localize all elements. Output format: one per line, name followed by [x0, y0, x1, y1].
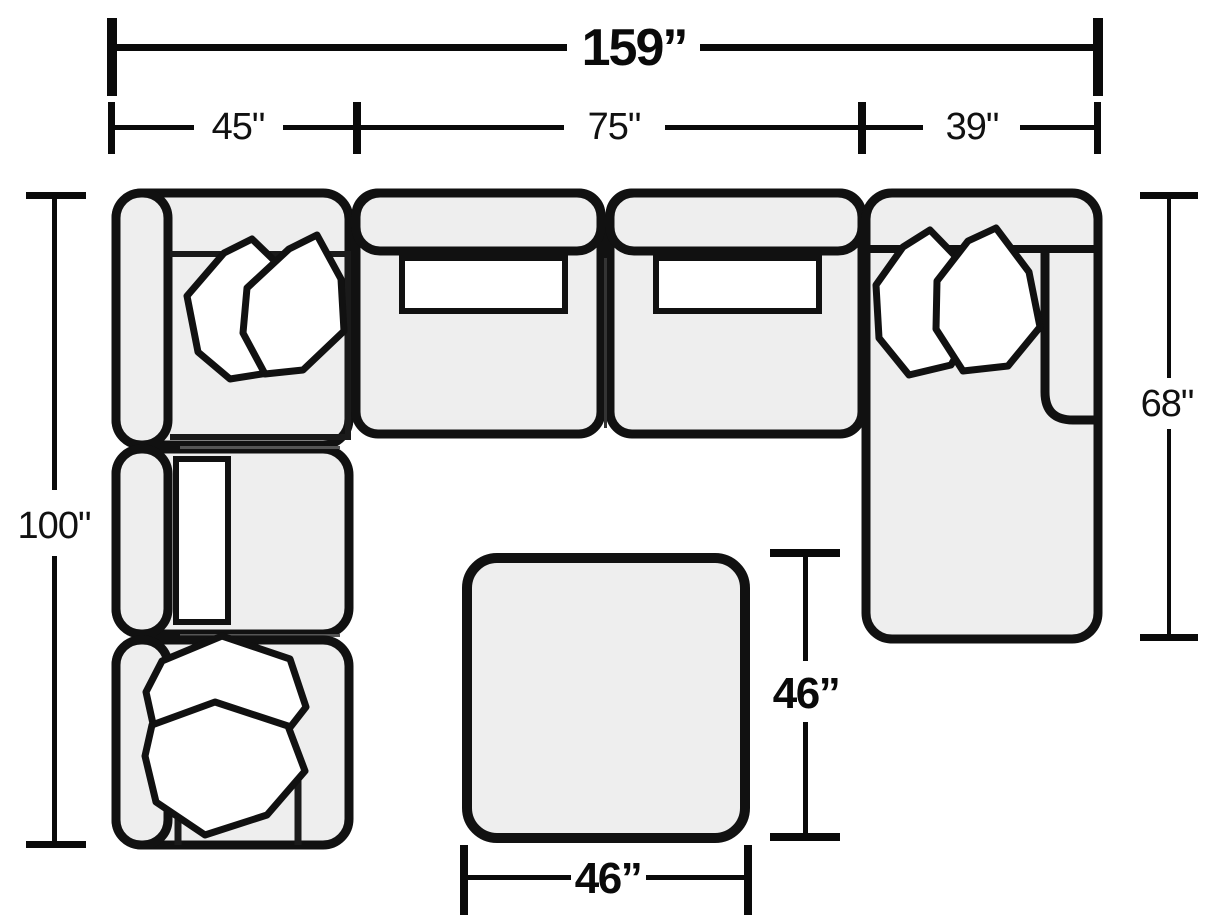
center-seats-seam: [604, 258, 607, 428]
piece-left-lower-seat[interactable]: [111, 632, 354, 850]
dim-line-100-upper: [52, 196, 57, 490]
dim-line-45-left: [112, 125, 194, 130]
dim-line-100-lower: [52, 556, 57, 845]
left-corner-chaise-arm: [111, 188, 173, 450]
center-seat-one-cupholder: [399, 255, 568, 314]
left-console-top-divider: [180, 446, 340, 449]
tick-ott-v-bottom: [770, 833, 840, 841]
piece-left-corner-chaise[interactable]: [111, 188, 354, 450]
dimension-segments-row: 45" 75" 39": [108, 102, 1101, 154]
tick-ott-v-top: [770, 549, 840, 557]
dimension-ottoman-depth: 46”: [770, 549, 841, 841]
ottoman-body: [462, 553, 750, 843]
dimension-right-depth: 68": [1140, 192, 1198, 641]
dimension-overall-width: 159”: [107, 18, 1103, 96]
tick-seg-0: [108, 102, 115, 154]
ottoman-depth-label: 46”: [773, 669, 839, 718]
dim-line-68-upper: [1167, 196, 1171, 378]
center-seat-two-cupholder: [653, 255, 822, 314]
tick-100-top: [26, 192, 86, 199]
dim-line-75-right: [665, 125, 862, 130]
dimension-left-depth: 100": [18, 192, 91, 848]
tick-ott-h-right: [744, 845, 752, 915]
piece-left-console[interactable]: [111, 444, 354, 639]
segment-75-label: 75": [588, 106, 641, 148]
piece-center-seat-two[interactable]: [604, 188, 867, 439]
pillow-icon: [141, 698, 309, 839]
pillow-icon: [239, 231, 348, 378]
center-seat-two-backrest: [605, 188, 867, 256]
pillow-icon: [932, 224, 1044, 375]
piece-center-seat-one[interactable]: [351, 188, 606, 439]
dim-line-ott-v-lower: [803, 722, 808, 834]
overall-width-label: 159”: [582, 19, 687, 77]
dim-line-39-right: [1020, 125, 1097, 130]
right-chaise-arm-panel: [1040, 249, 1098, 425]
dim-line-45-right: [283, 125, 357, 130]
dim-line-ott-v-upper: [803, 556, 808, 661]
left-console-cupholder: [173, 456, 231, 625]
tick-68-bottom: [1140, 634, 1198, 641]
tick-ott-h-left: [460, 845, 468, 915]
dim-line-overall-right: [700, 44, 1098, 51]
dim-line-75-left: [357, 125, 564, 130]
dim-line-ott-h-left: [466, 875, 571, 880]
dimension-ottoman-width: 46”: [460, 845, 752, 915]
center-seat-one-backrest: [351, 188, 606, 256]
left-depth-label: 100": [18, 505, 91, 547]
dim-line-68-lower: [1167, 429, 1171, 637]
tick-68-top: [1140, 192, 1198, 199]
tick-seg-3: [1094, 102, 1101, 154]
dim-line-overall-left: [112, 44, 567, 51]
dim-line-39-left: [862, 125, 923, 130]
tick-left-overall: [107, 18, 117, 96]
segment-45-label: 45": [212, 106, 265, 148]
piece-right-chaise[interactable]: [861, 188, 1103, 644]
tick-right-overall: [1093, 18, 1103, 96]
right-depth-label: 68": [1141, 383, 1194, 425]
dim-line-ott-h-right: [646, 875, 746, 880]
left-console-arm: [111, 444, 173, 639]
piece-ottoman[interactable]: [462, 553, 750, 843]
segment-39-label: 39": [946, 106, 999, 148]
ottoman-width-label: 46”: [575, 854, 641, 903]
